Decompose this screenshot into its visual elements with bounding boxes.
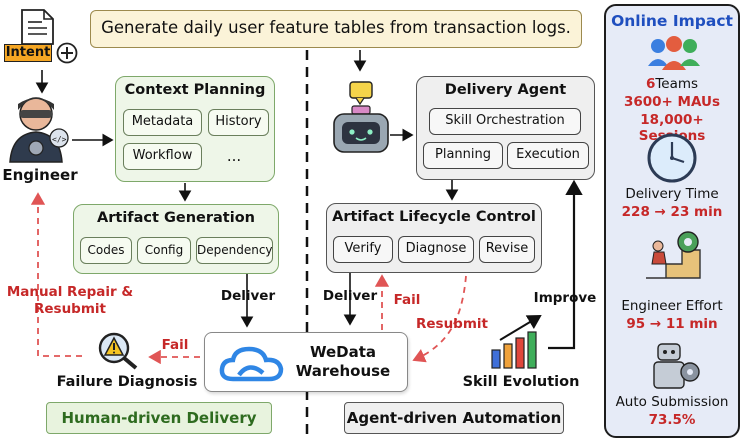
planning-chip: Planning <box>423 142 503 169</box>
codes-chip: Codes <box>80 237 132 264</box>
workflow-chip: Workflow <box>123 143 202 170</box>
clock-icon <box>646 132 698 184</box>
lifecycle-title: Artifact Lifecycle Control <box>332 209 536 225</box>
diagnose-chip: Diagnose <box>398 236 474 263</box>
magnifier-warning-icon <box>94 330 140 370</box>
intent-text: Generate daily user feature tables from … <box>101 18 571 37</box>
engineer-icon: </> <box>6 94 70 164</box>
online-impact-panel: Online Impact 6Teams 3600+ MAUs 18,000+ … <box>604 4 740 438</box>
robot-gear-icon <box>646 338 702 392</box>
delivery-time-values: 228 → 23 min <box>621 204 723 220</box>
delivery-time-label: Delivery Time <box>625 186 719 202</box>
skill-evolution-bars-icon <box>490 318 546 370</box>
wedata-warehouse-box: WeData Warehouse <box>204 332 408 392</box>
delivery-agent-title: Delivery Agent <box>444 82 567 98</box>
intent-label: Intent <box>5 45 51 60</box>
deliver-label-right: Deliver <box>322 288 378 304</box>
auto-submission-label: Auto Submission <box>615 394 729 410</box>
more-items: ... <box>226 147 242 165</box>
cloud-icon <box>219 345 285 383</box>
document-icon <box>20 8 56 46</box>
artifact-generation-panel: Artifact Generation Codes Config Depende… <box>73 204 279 274</box>
robot-icon <box>330 80 392 160</box>
config-chip: Config <box>137 237 191 264</box>
team-icon <box>644 36 704 76</box>
dependency-chip: Dependency <box>196 237 273 264</box>
execution-chip: Execution <box>507 142 589 169</box>
climber-gear-icon <box>642 228 704 280</box>
online-impact-title: Online Impact <box>611 12 733 30</box>
context-planning-title: Context Planning <box>124 82 266 98</box>
warehouse-name: WeData Warehouse <box>285 343 401 381</box>
engineer-effort-label: Engineer Effort <box>621 298 723 314</box>
failure-diagnosis-label: Failure Diagnosis <box>56 374 198 390</box>
intent-badge: Intent <box>4 44 52 62</box>
revise-chip: Revise <box>479 236 535 263</box>
fail-label-right: Fail <box>393 292 421 308</box>
human-driven-label-box: Human-driven Delivery <box>46 402 272 434</box>
skill-evolution-label: Skill Evolution <box>462 374 580 390</box>
verify-chip: Verify <box>333 236 393 263</box>
svg-text:</>: </> <box>52 135 67 144</box>
teams-value: 6 <box>645 76 656 92</box>
improve-label: Improve <box>533 290 597 306</box>
intent-box: Generate daily user feature tables from … <box>90 10 582 48</box>
delivery-agent-panel: Delivery Agent Skill Orchestration Plann… <box>416 76 595 180</box>
resubmit-label: Resubmit <box>415 316 488 332</box>
context-planning-panel: Context Planning Metadata History Workfl… <box>115 76 275 182</box>
warehouse-name-line2: Warehouse <box>295 362 391 380</box>
agent-driven-label-box: Agent-driven Automation <box>344 402 564 434</box>
skill-orchestration-chip: Skill Orchestration <box>429 108 581 135</box>
manual-repair-label: Manual Repair & Resubmit <box>0 284 140 318</box>
metadata-chip: Metadata <box>123 109 202 136</box>
engineer-label: Engineer <box>2 166 78 184</box>
teams-label: Teams <box>655 76 699 92</box>
auto-submission-value: 73.5% <box>648 412 696 428</box>
engineer-effort-values: 95 → 11 min <box>626 316 718 332</box>
deliver-label-left: Deliver <box>220 288 276 304</box>
manual-repair-text: Manual Repair & Resubmit <box>6 284 134 317</box>
fail-label-left: Fail <box>161 337 189 353</box>
maus-stat: 3600+ MAUs <box>623 94 721 110</box>
agent-driven-label: Agent-driven Automation <box>346 409 562 427</box>
warehouse-name-line1: WeData <box>309 343 377 361</box>
add-icon <box>56 42 78 64</box>
teams-line: 6Teams <box>606 76 738 92</box>
artifact-generation-title: Artifact Generation <box>97 210 255 226</box>
history-chip: History <box>208 109 269 136</box>
lifecycle-panel: Artifact Lifecycle Control Verify Diagno… <box>326 203 542 273</box>
human-driven-label: Human-driven Delivery <box>61 409 257 427</box>
